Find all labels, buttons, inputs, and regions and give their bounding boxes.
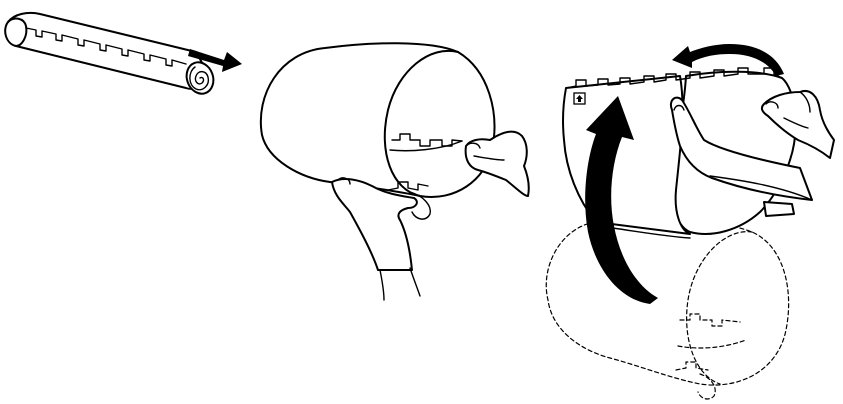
step-1-rolled-mat bbox=[5, 13, 242, 98]
step-2-unrolling-mat bbox=[261, 43, 529, 300]
mat-cylinder bbox=[261, 43, 495, 197]
step-3-flipping-mat bbox=[546, 44, 834, 399]
up-arrow-label-icon bbox=[574, 93, 585, 104]
ghost-cylinder-outline bbox=[546, 218, 788, 385]
right-hand bbox=[466, 132, 529, 196]
